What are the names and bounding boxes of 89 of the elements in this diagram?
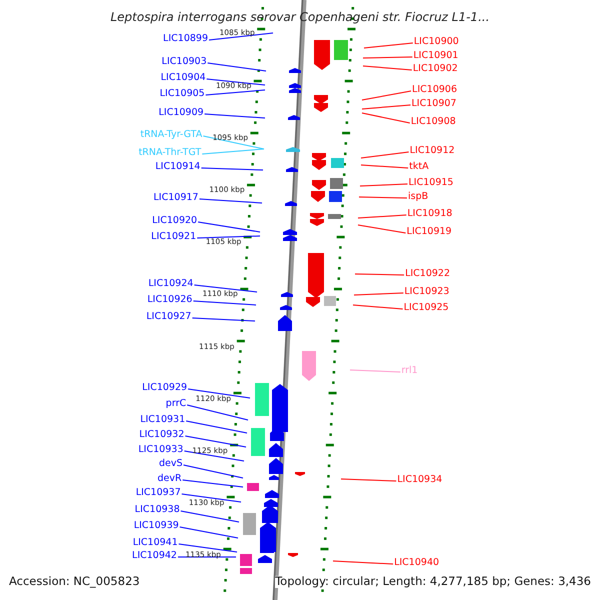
leader-line bbox=[180, 510, 240, 522]
gene-label: LIC10941 bbox=[132, 538, 178, 548]
leader-line bbox=[202, 136, 264, 150]
gene-label: LIC10921 bbox=[151, 232, 196, 242]
gene-label: LIC10925 bbox=[404, 303, 449, 312]
gene-label: LIC10904 bbox=[160, 73, 206, 82]
leader-line bbox=[181, 494, 242, 502]
gene-label: LIC10907 bbox=[412, 99, 456, 108]
leader-line bbox=[200, 168, 264, 170]
gene-label: LIC10914 bbox=[155, 162, 200, 172]
gene-label: tktA bbox=[409, 162, 429, 172]
leader-line bbox=[194, 284, 258, 292]
leader-line bbox=[207, 62, 266, 72]
gene-label: LIC10927 bbox=[146, 312, 192, 322]
gene-label: LIC10929 bbox=[142, 383, 188, 392]
gene-label: ispB bbox=[408, 192, 428, 202]
leader-line bbox=[182, 480, 244, 488]
leader-line bbox=[340, 478, 397, 482]
gene-label: LIC10919 bbox=[406, 227, 452, 236]
leader-line bbox=[205, 90, 266, 96]
leader-line bbox=[198, 222, 260, 232]
gene-label: LIC10938 bbox=[134, 505, 180, 514]
gene-label: LIC10918 bbox=[407, 209, 452, 218]
leader-line bbox=[186, 420, 248, 434]
gene-label: LIC10901 bbox=[413, 51, 458, 60]
leader-line bbox=[364, 42, 414, 48]
leader-line bbox=[332, 560, 394, 564]
leader-line bbox=[358, 214, 407, 218]
leader-line bbox=[192, 300, 256, 306]
leader-line bbox=[354, 274, 405, 276]
gene-label: LIC10902 bbox=[412, 64, 458, 74]
gene-label: LIC10908 bbox=[410, 117, 456, 126]
gene-label: LIC10932 bbox=[139, 430, 184, 440]
gene-label: LIC10923 bbox=[404, 287, 450, 296]
leader-line bbox=[208, 32, 274, 40]
gene-label: tRNA-Tyr-GTA bbox=[140, 130, 202, 140]
gene-label: devR bbox=[158, 474, 182, 484]
gene-label: LIC10933 bbox=[138, 445, 184, 454]
gene-label: LIC10915 bbox=[408, 178, 454, 188]
leader-line bbox=[178, 544, 238, 552]
leader-line bbox=[362, 112, 410, 124]
gene-label: prrC bbox=[166, 399, 186, 408]
leader-line bbox=[362, 56, 413, 58]
gene-label: LIC10924 bbox=[148, 279, 194, 288]
gene-label: LIC10899 bbox=[163, 34, 208, 44]
leader-line bbox=[192, 318, 256, 322]
leader-line bbox=[354, 292, 404, 296]
leader-line bbox=[184, 450, 244, 462]
gene-label: LIC10905 bbox=[160, 89, 205, 98]
leader-line bbox=[188, 388, 250, 398]
gene-label: LIC10917 bbox=[154, 193, 198, 202]
leader-line bbox=[350, 370, 401, 372]
leader-line bbox=[362, 104, 412, 110]
leader-line bbox=[186, 404, 248, 420]
leader-line bbox=[358, 224, 406, 234]
leader-line bbox=[179, 526, 238, 538]
leader-line bbox=[206, 78, 266, 86]
gene-label: LIC10931 bbox=[140, 415, 186, 424]
leader-line bbox=[198, 198, 262, 204]
footer-text: Topology: circular; Length: 4,277,185 bp; Genes: 3,436 bbox=[275, 576, 591, 588]
leader-line bbox=[352, 304, 404, 310]
gene-label: LIC10942 bbox=[132, 551, 177, 560]
gene-label: LIC10912 bbox=[410, 146, 455, 156]
leader-line bbox=[183, 464, 244, 478]
leader-line bbox=[360, 164, 409, 168]
leader-line bbox=[362, 90, 412, 100]
gene-label: LIC10940 bbox=[394, 558, 440, 568]
leader-line bbox=[358, 196, 408, 198]
gene-label: rrl1 bbox=[401, 366, 418, 376]
leader-line bbox=[184, 436, 246, 448]
gene-label: LIC10906 bbox=[412, 85, 457, 94]
leader-line bbox=[360, 152, 410, 158]
gene-label: LIC10903 bbox=[162, 57, 207, 66]
footer-text: Accession: NC_005823 bbox=[9, 576, 140, 588]
leader-line bbox=[204, 114, 266, 118]
leader-line bbox=[362, 66, 412, 70]
gene-label: LIC10920 bbox=[152, 216, 198, 226]
gene-label: LIC10934 bbox=[397, 475, 442, 484]
leader-line bbox=[196, 236, 260, 238]
gene-label: devS bbox=[158, 459, 182, 468]
leader-line bbox=[202, 148, 264, 154]
gene-label: LIC10909 bbox=[158, 108, 204, 118]
gene-label: LIC10922 bbox=[405, 269, 450, 278]
gene-label: tRNA-Thr-TGT bbox=[138, 148, 202, 158]
gene-label: LIC10939 bbox=[134, 521, 179, 530]
gene-label: LIC10926 bbox=[147, 295, 192, 304]
gene-label: LIC10937 bbox=[136, 488, 181, 498]
gene-label: LIC10900 bbox=[414, 37, 459, 46]
leader-line bbox=[360, 184, 408, 186]
